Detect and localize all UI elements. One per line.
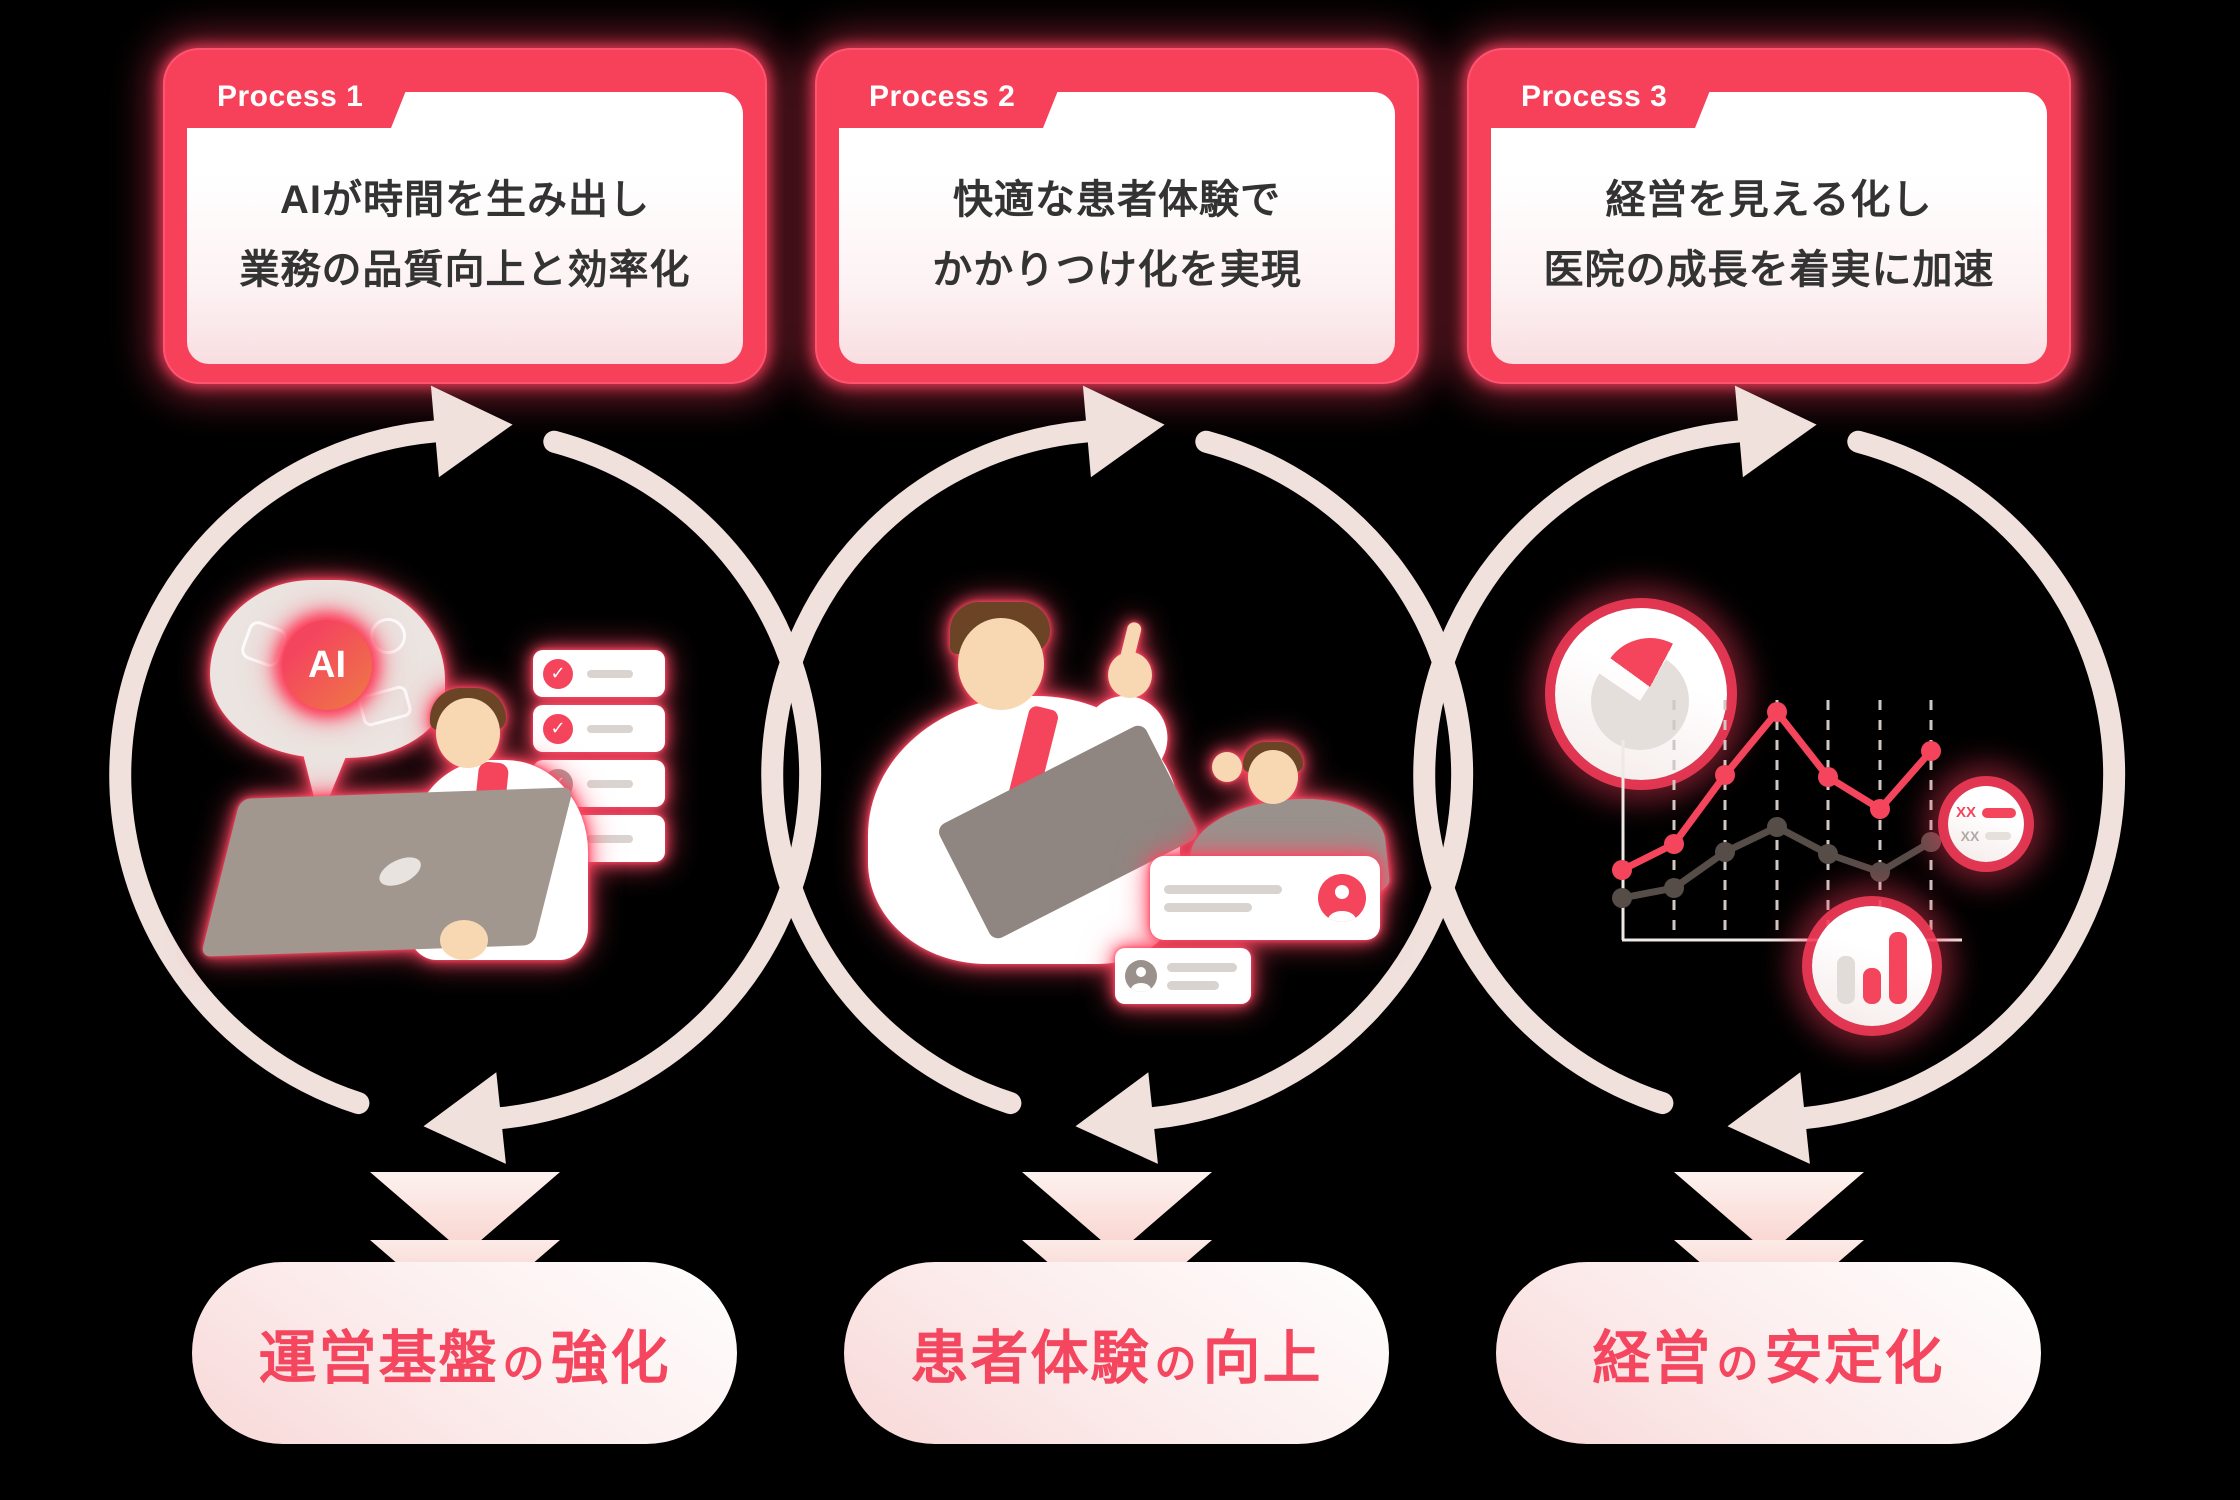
doctor-hand — [440, 920, 488, 960]
checklist-row: ✓ — [533, 705, 665, 752]
card-text-line2: かかりつけ化を実現 — [932, 248, 1302, 292]
chat-card-small — [1115, 948, 1251, 1004]
process-card-body-3: 経営を見える化し 医院の成長を着実に加速 — [1491, 92, 2047, 364]
circuit-icon — [370, 618, 406, 654]
bar-chart-bar — [1889, 932, 1907, 1004]
legend-row-gray: XX — [1961, 828, 2012, 844]
legend-bar-gray — [1985, 832, 2012, 840]
process-card-3: Process 3 経営を見える化し 医院の成長を着実に加速 — [1469, 50, 2069, 382]
check-icon: ✓ — [543, 713, 573, 744]
cycle-arrows-3 — [1413, 385, 2126, 1164]
result-particle: の — [1154, 1340, 1199, 1387]
cycle-arrowhead-bottom — [1727, 1072, 1810, 1164]
result-particle: の — [502, 1340, 547, 1387]
checklist-text-placeholder — [587, 669, 633, 678]
chat-card-large — [1150, 856, 1380, 940]
result-text: 患者体験 の 向上 — [910, 1311, 1322, 1395]
process-card-2: Process 2 快適な患者体験で かかりつけ化を実現 — [817, 50, 1417, 382]
chat-text-placeholder — [1167, 962, 1241, 990]
cycle-arrowhead-top — [430, 385, 513, 478]
legend-label: XX — [1960, 828, 1980, 844]
checklist-text-placeholder — [587, 724, 633, 733]
process-tab-1: Process 1 — [187, 58, 419, 128]
patient-head — [1248, 750, 1298, 804]
card-text-line2: 医院の成長を着実に加速 — [1543, 248, 1995, 292]
result-text: 経営 の 安定化 — [1592, 1311, 1944, 1395]
cycle-arrows-2 — [761, 385, 1474, 1164]
result-main: 運営基盤 — [258, 1326, 499, 1391]
check-icon: ✓ — [543, 658, 573, 689]
process-card-1: Process 1 AIが時間を生み出し 業務の品質向上と効率化 — [165, 50, 765, 382]
process-tab-label: Process 1 — [217, 80, 364, 113]
legend-badge: XX XX — [1948, 786, 2024, 862]
chat-text-placeholder — [1164, 884, 1318, 912]
card-text-line1: 経営を見える化し — [1605, 178, 1933, 222]
result-pill-3: 経営 の 安定化 — [1496, 1262, 2041, 1444]
card-text-line1: AIが時間を生み出し — [280, 178, 650, 222]
laptop-logo — [378, 852, 423, 892]
doctor-hand — [1108, 652, 1152, 698]
result-main: 患者体験 — [910, 1326, 1151, 1391]
checklist-text-placeholder — [587, 779, 633, 788]
circuit-icon — [356, 684, 414, 728]
legend-row-red: XX — [1956, 804, 2016, 821]
result-main: 向上 — [1202, 1326, 1323, 1391]
checklist-text-placeholder — [587, 834, 633, 843]
bar-chart-bar — [1837, 956, 1855, 1004]
bar-chart-icon — [1812, 906, 1932, 1026]
result-pill-2: 患者体験 の 向上 — [844, 1262, 1389, 1444]
result-particle: の — [1716, 1340, 1761, 1387]
result-main: 安定化 — [1764, 1326, 1945, 1391]
checklist-row: ✓ — [533, 650, 665, 697]
doctor-head — [958, 618, 1044, 710]
legend-label: XX — [1955, 804, 1976, 821]
result-text: 運営基盤 の 強化 — [258, 1311, 670, 1395]
process-tab-3: Process 3 — [1491, 58, 1723, 128]
pie-red-slice — [1601, 638, 1699, 736]
process-tab-2: Process 2 — [839, 58, 1071, 128]
cycle-arrows-1 — [109, 385, 822, 1164]
cycle-arrowhead-top — [1734, 385, 1817, 478]
legend-bar-red — [1982, 807, 2016, 818]
ai-badge: AI — [282, 620, 372, 710]
result-main: 強化 — [550, 1326, 671, 1391]
process-tab-label: Process 2 — [869, 80, 1016, 113]
bar-chart-bar — [1863, 968, 1881, 1004]
trend-chart — [1612, 700, 1962, 942]
user-avatar-icon — [1125, 960, 1157, 992]
patient-hand — [1212, 752, 1242, 782]
card-text-line2: 業務の品質向上と効率化 — [239, 248, 691, 292]
card-text-line1: 快適な患者体験で — [953, 178, 1281, 222]
cycle-arrowhead-bottom — [423, 1072, 506, 1164]
user-avatar-icon — [1318, 874, 1366, 922]
doctor-head — [436, 698, 500, 768]
process-tab-label: Process 3 — [1521, 80, 1668, 113]
pie-chart-icon — [1555, 608, 1727, 780]
laptop-icon — [200, 787, 574, 957]
result-main: 経営 — [1592, 1326, 1713, 1391]
result-pill-1: 運営基盤 の 強化 — [192, 1262, 737, 1444]
process-card-body-1: AIが時間を生み出し 業務の品質向上と効率化 — [187, 92, 743, 364]
process-card-body-2: 快適な患者体験で かかりつけ化を実現 — [839, 92, 1395, 364]
cycle-arrowhead-bottom — [1075, 1072, 1158, 1164]
cycle-arrowhead-top — [1082, 385, 1165, 478]
